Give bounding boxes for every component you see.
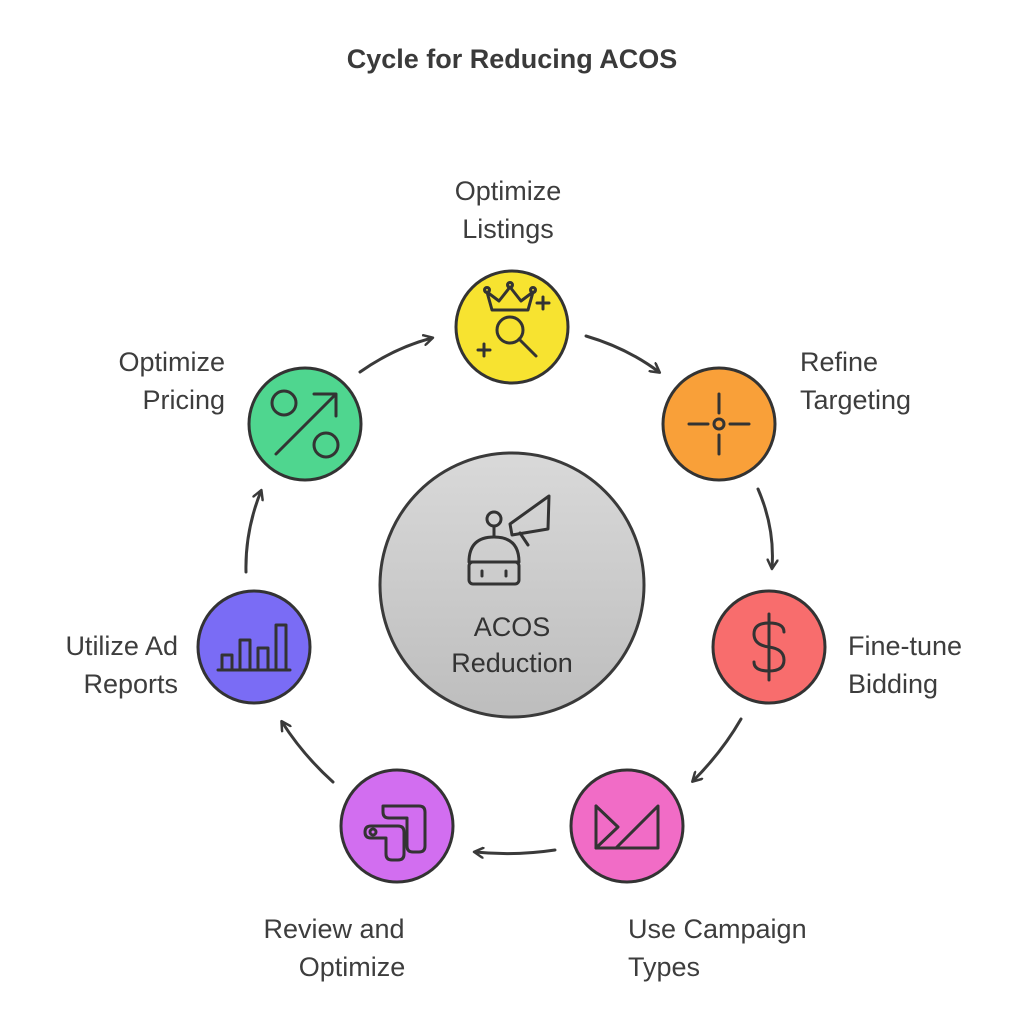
center-hub: ACOS Reduction: [378, 451, 646, 719]
diagram-title: Cycle for Reducing ACOS: [347, 44, 678, 74]
robot-megaphone-icon: [467, 494, 551, 586]
node-label-line-1: Review and: [263, 914, 404, 944]
dollar-icon: [752, 612, 786, 682]
percent-icon: [270, 389, 340, 459]
node-label-line-2: Bidding: [848, 669, 938, 699]
node-circle: [569, 768, 685, 884]
node-review-and-optimize: Review and Optimize: [263, 768, 455, 982]
node-label-line-1: Optimize: [455, 176, 562, 206]
crown-search-icon: [476, 281, 551, 358]
node-label-line-1: Refine: [800, 347, 878, 377]
campaign-icon: [594, 804, 660, 850]
node-circle: [661, 366, 777, 482]
arrow-listings-to-targeting: [584, 334, 659, 372]
arrow-review-to-reports: [282, 722, 335, 784]
node-label-line-1: Use Campaign: [628, 914, 807, 944]
node-label-line-2: Targeting: [800, 385, 911, 415]
arrow-targeting-to-bidding: [756, 487, 772, 568]
node-optimize-listings: Optimize Listings: [454, 176, 570, 385]
node-label-line-1: Utilize Ad: [65, 631, 178, 661]
node-utilize-ad-reports: Utilize Ad Reports: [65, 589, 312, 705]
arrow-campaign-to-review: [475, 850, 557, 854]
node-label-line-2: Optimize: [299, 952, 406, 982]
center-label-line-1: ACOS: [474, 612, 551, 642]
node-label-line-1: Fine-tune: [848, 631, 962, 661]
node-label-line-2: Pricing: [142, 385, 225, 415]
node-use-campaign-types: Use Campaign Types: [569, 768, 807, 982]
node-label-line-2: Listings: [462, 214, 554, 244]
arrow-reports-to-pricing: [244, 491, 261, 574]
node-label-line-1: Optimize: [118, 347, 225, 377]
center-label-line-2: Reduction: [451, 648, 573, 678]
node-label-line-2: Reports: [83, 669, 178, 699]
node-refine-targeting: Refine Targeting: [661, 347, 911, 482]
node-optimize-pricing: Optimize Pricing: [118, 347, 363, 482]
node-label-line-2: Types: [628, 952, 700, 982]
bar-chart-icon: [216, 623, 292, 672]
cycle-arrows: [244, 334, 773, 854]
arrow-pricing-to-listings: [358, 338, 432, 374]
node-circle: [196, 589, 312, 705]
workflow-icon: [363, 804, 427, 862]
arrow-bidding-to-campaign: [693, 717, 743, 781]
crosshair-icon: [687, 392, 751, 456]
node-fine-tune-bidding: Fine-tune Bidding: [711, 589, 962, 705]
